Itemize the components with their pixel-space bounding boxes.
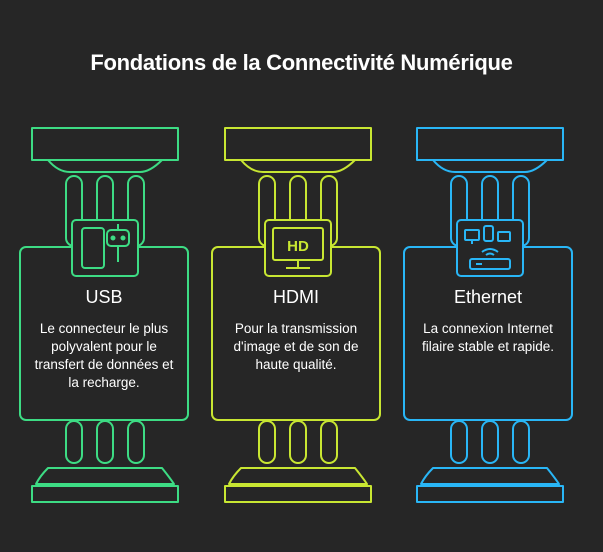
pillar-usb-label: USB	[85, 287, 123, 307]
pillar-hdmi: HD	[211, 127, 381, 503]
usb-device-icon	[71, 219, 139, 277]
pillar-usb	[19, 127, 189, 503]
pillar-ethernet-label: Ethernet	[453, 287, 523, 307]
page-title: Fondations de la Connectivité Numérique	[90, 50, 513, 75]
pillar-hdmi-label: HDMI	[273, 287, 319, 307]
pillar-ethernet	[403, 127, 573, 503]
pillar-usb-description: Le connecteur le plus polyvalent pour le…	[34, 321, 174, 390]
network-router-icon	[456, 219, 524, 277]
hd-monitor-icon: HD	[264, 219, 332, 277]
svg-text:HD: HD	[287, 238, 309, 255]
pillar-ethernet-description: La connexion Internet filaire stable et …	[421, 321, 555, 354]
pillar-hdmi-description: Pour la transmission d'image et de son d…	[233, 321, 359, 372]
